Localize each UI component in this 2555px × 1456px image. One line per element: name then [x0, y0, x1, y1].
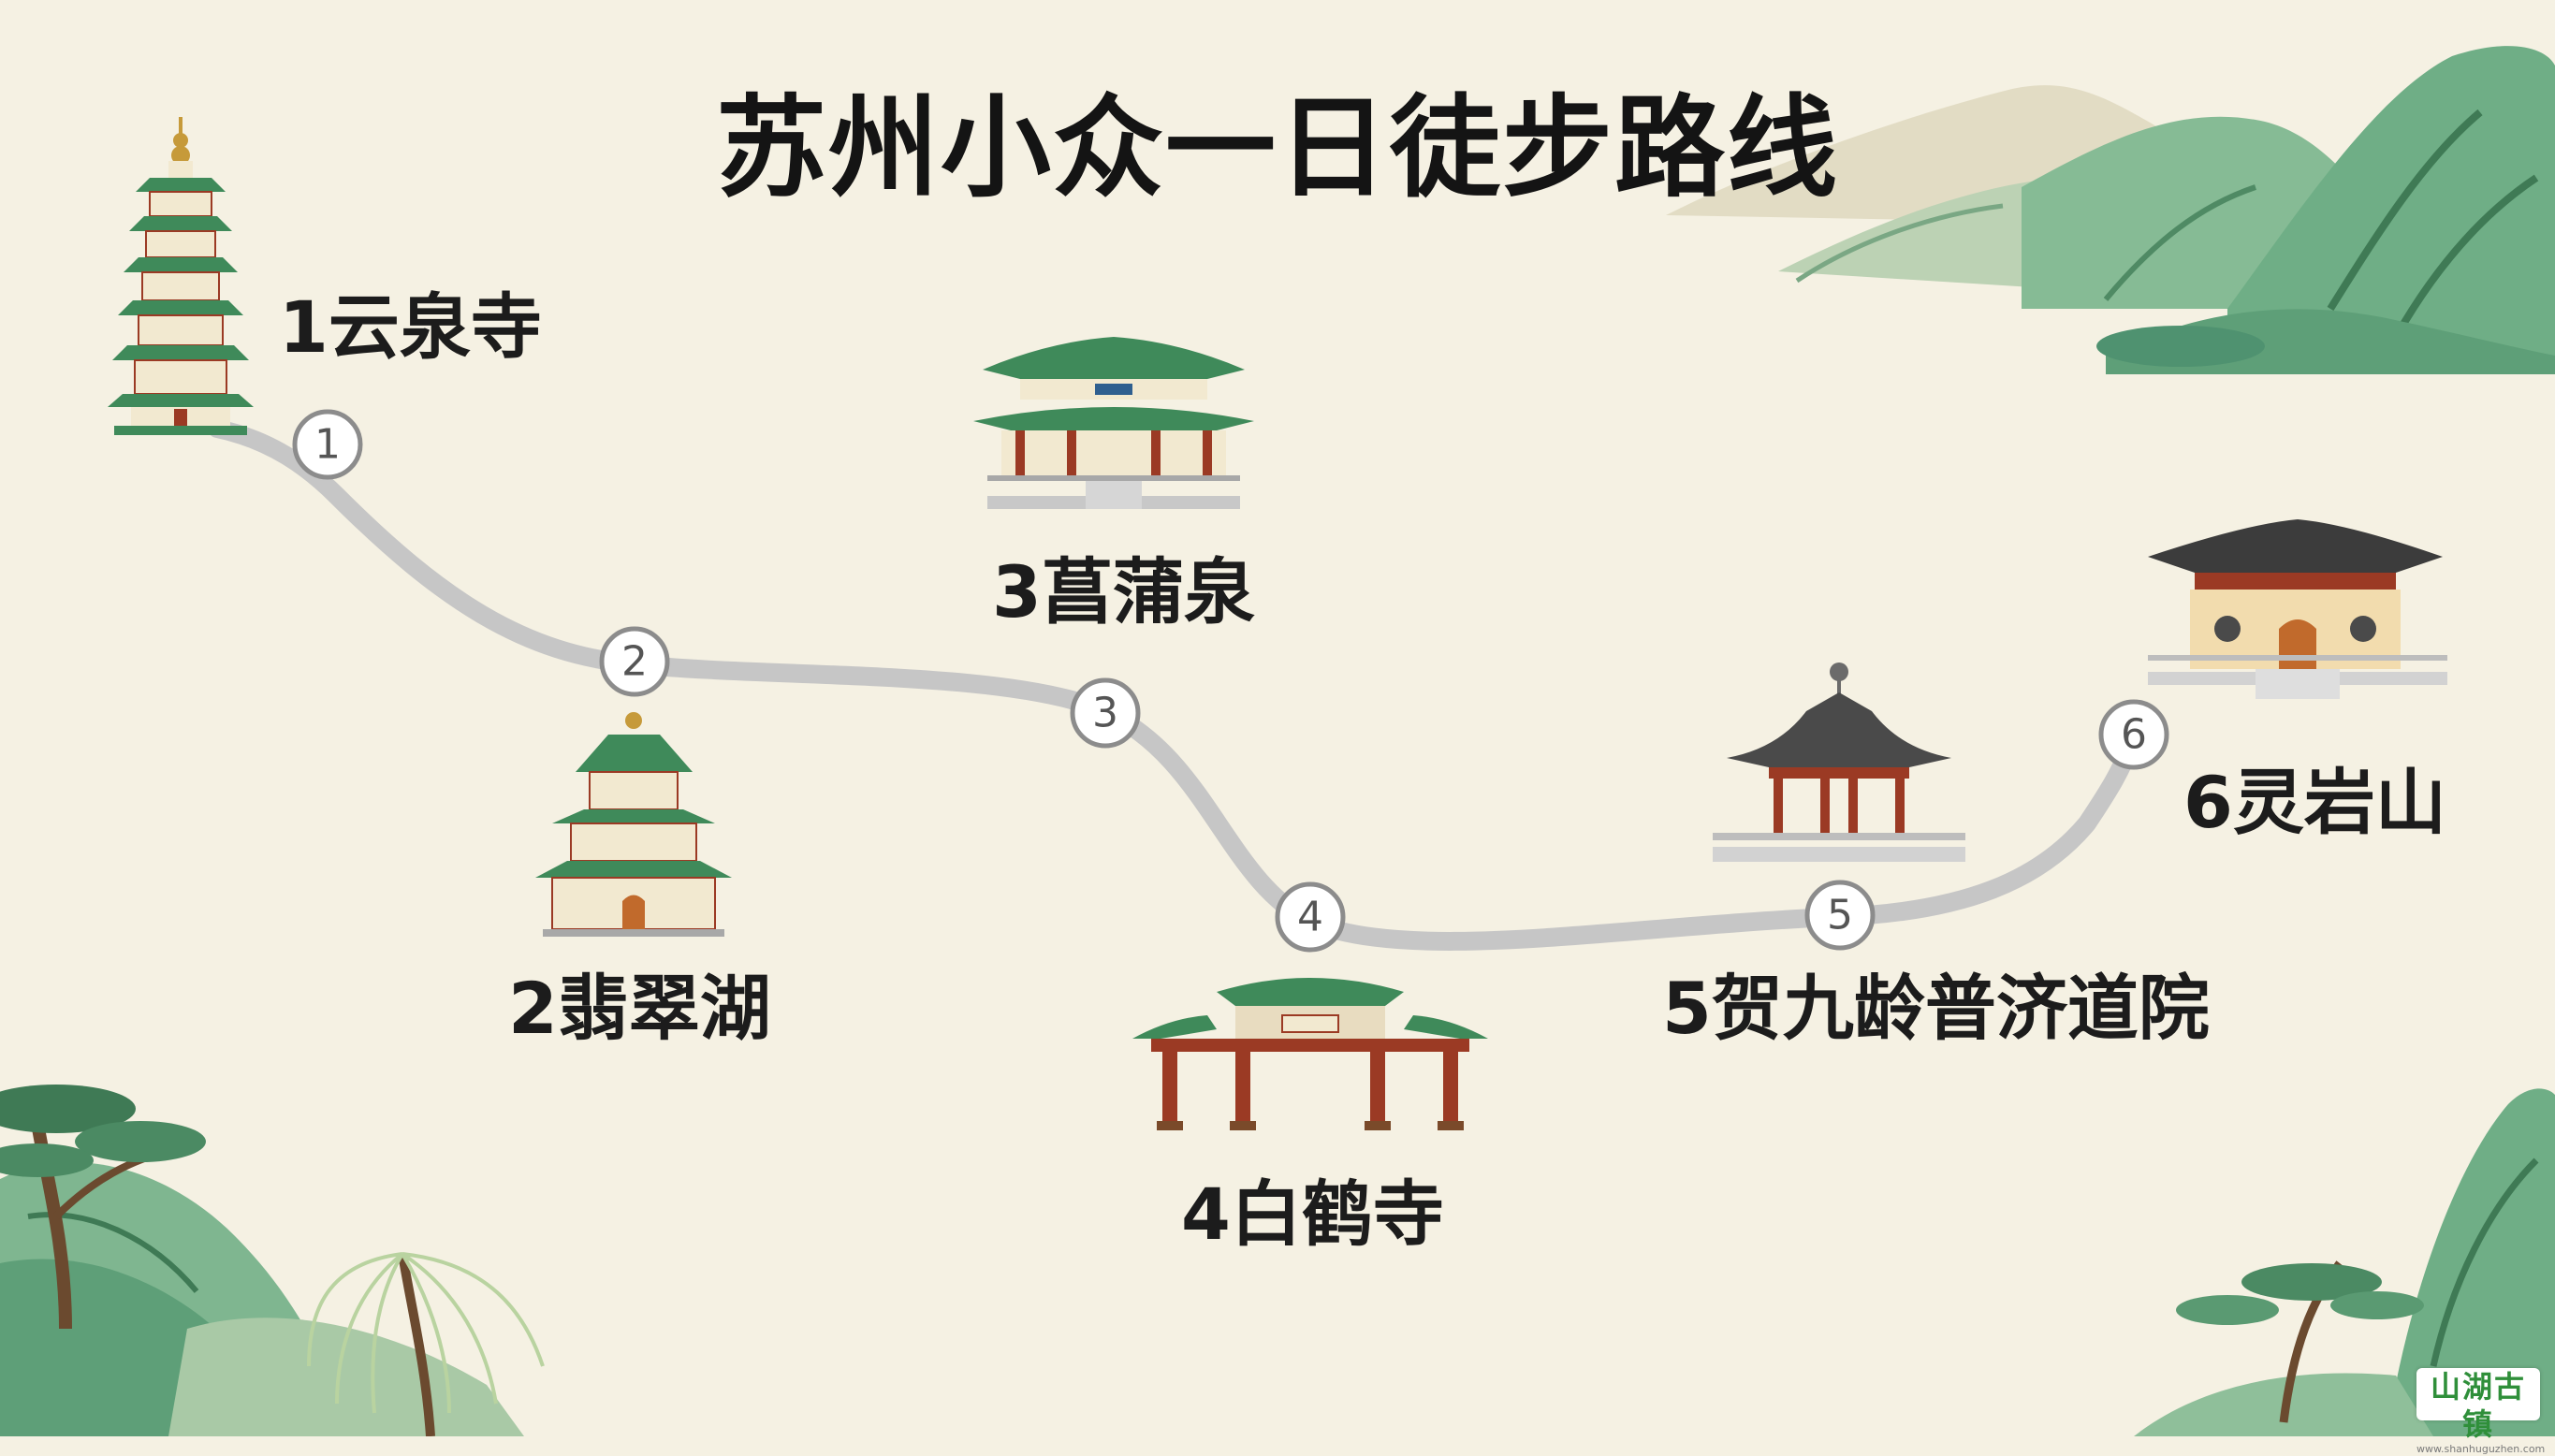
route-marker-5[interactable]: 5 — [1804, 880, 1876, 951]
stop-label-6[interactable]: 6灵岩山 — [2183, 761, 2446, 844]
page-title: 苏州小众一日徒步路线 — [715, 83, 1839, 212]
dark-roof-temple-icon — [2148, 519, 2447, 699]
marker-number: 5 — [1827, 892, 1853, 939]
memorial-archway-icon — [1132, 978, 1488, 1130]
pagoda-icon — [108, 117, 254, 435]
route-marker-1[interactable]: 1 — [292, 409, 363, 480]
marker-number: 2 — [621, 638, 648, 686]
marker-number: 6 — [2121, 711, 2147, 759]
stop-label-2[interactable]: 2翡翠湖 — [508, 967, 771, 1050]
route-marker-3[interactable]: 3 — [1070, 677, 1141, 749]
stop-label-1[interactable]: 1云泉寺 — [279, 285, 542, 369]
tiered-pavilion-icon — [535, 712, 732, 937]
stop-label-3[interactable]: 3菖蒲泉 — [992, 550, 1255, 633]
marker-number: 1 — [314, 421, 341, 469]
marker-number: 4 — [1297, 894, 1323, 941]
route-marker-4[interactable]: 4 — [1275, 881, 1346, 953]
bottom-left-hills — [0, 1085, 545, 1436]
route-marker-6[interactable]: 6 — [2098, 699, 2169, 770]
logo-subtext: www.shanhuguzhen.com — [2416, 1443, 2546, 1455]
stop-label-4[interactable]: 4白鹤寺 — [1181, 1172, 1444, 1256]
bottom-right-hills — [2134, 1088, 2555, 1436]
logo-text: 山湖古镇 — [2430, 1369, 2526, 1442]
stop-label-5[interactable]: 5贺九龄普济道院 — [1662, 967, 2210, 1050]
octagonal-pavilion-icon — [1713, 662, 1965, 862]
top-right-mountains — [1666, 46, 2555, 374]
route-marker-2[interactable]: 2 — [599, 626, 670, 697]
marker-number: 3 — [1092, 690, 1118, 737]
site-logo: 山湖古镇 www.shanhuguzhen.com — [2416, 1368, 2545, 1455]
temple-hall-icon — [973, 337, 1254, 509]
route-line — [208, 419, 2143, 951]
